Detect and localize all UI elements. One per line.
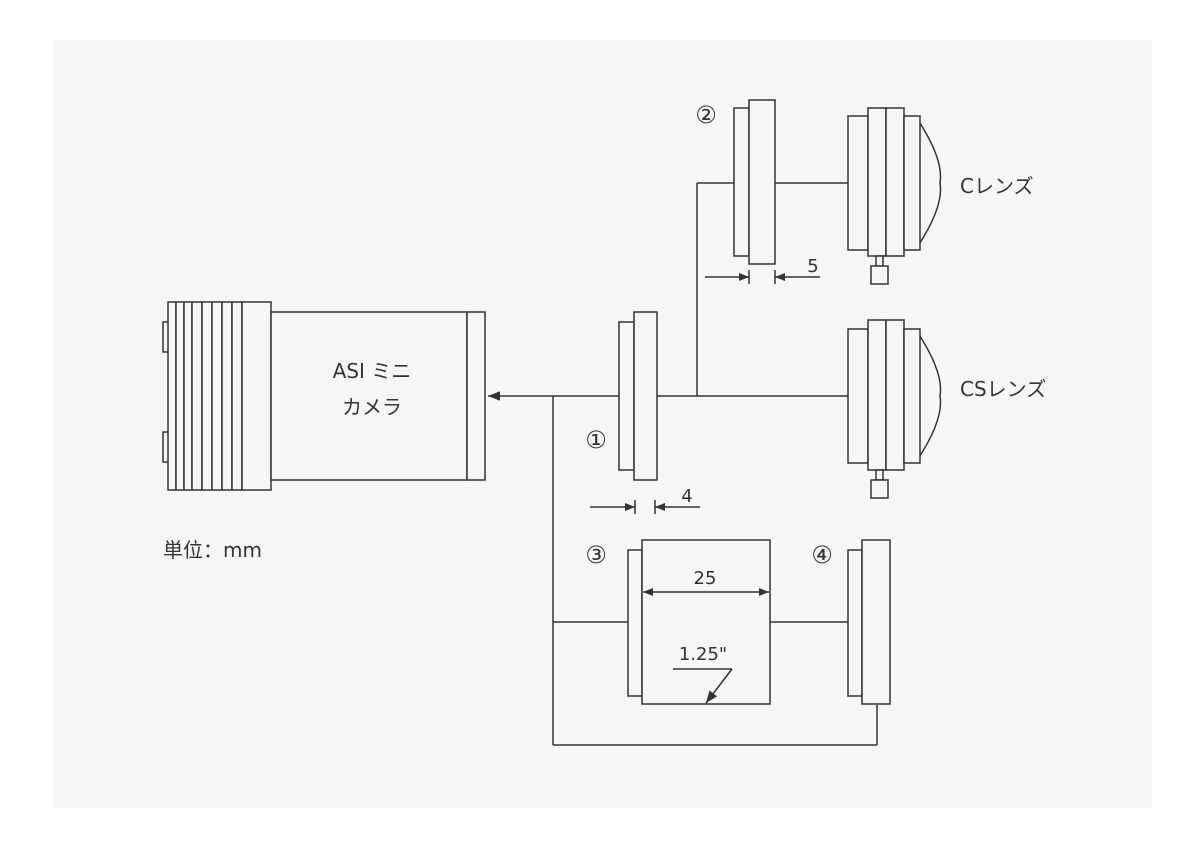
dimension-4: 4: [681, 486, 692, 507]
part-1-adapter: ① 4: [585, 311, 700, 514]
c-lens: Cレンズ: [847, 107, 1034, 285]
dimension-5: 5: [807, 256, 818, 277]
part-3-nosepiece: ③ 25 1.25": [585, 539, 771, 705]
part-4-label: ④: [811, 541, 833, 569]
part-1-label: ①: [585, 426, 607, 454]
camera-body: ASI ミニ カメラ: [162, 301, 486, 491]
part-2-adapter: ② 5: [695, 99, 820, 284]
cs-lens-label: CSレンズ: [960, 377, 1046, 401]
part-4-cap: ④: [811, 539, 891, 705]
part-2-label: ②: [695, 101, 717, 129]
dimension-25: 25: [694, 568, 717, 589]
camera-label-line2: カメラ: [342, 395, 402, 419]
part-3-label: ③: [585, 541, 607, 569]
nosepiece-size-label: 1.25": [679, 644, 727, 665]
unit-label: 単位：mm: [163, 538, 262, 562]
cs-lens: CSレンズ: [847, 319, 1046, 499]
c-lens-label: Cレンズ: [960, 174, 1034, 198]
camera-label-line1: ASI ミニ: [333, 359, 412, 383]
connection-lines: [488, 182, 878, 746]
